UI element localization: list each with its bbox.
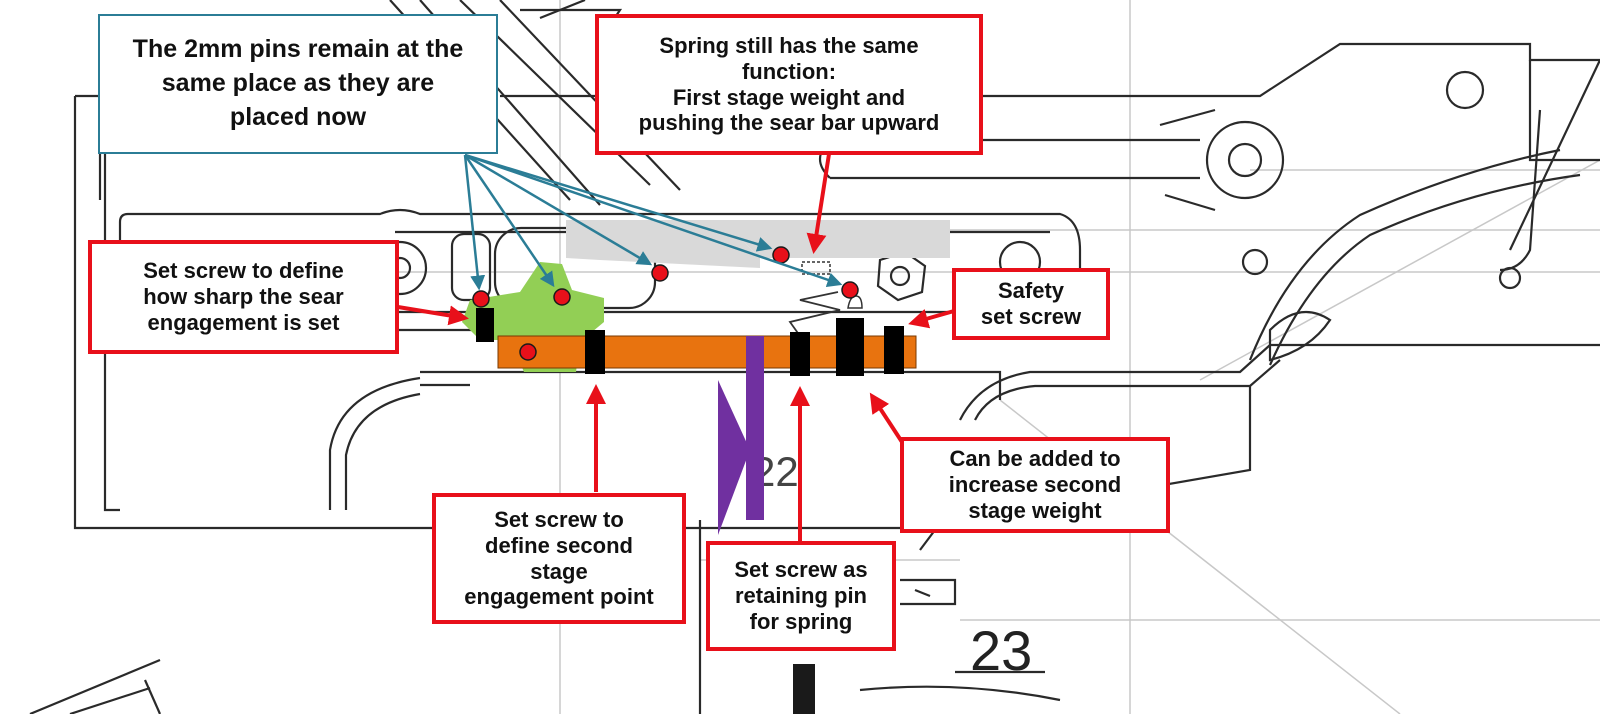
second-stage-weight-set-screw <box>836 318 864 376</box>
spring-plate-upright <box>746 336 764 520</box>
pins-2mm <box>472 246 859 361</box>
part-number-23: 23 <box>970 619 1032 682</box>
pin-callout-arrows <box>463 153 843 291</box>
spring-plate-wedge <box>718 380 750 535</box>
top-bar-lower <box>566 238 760 268</box>
sear-engagement-set-screw <box>476 308 494 342</box>
second-stage-point-callout: Set screw to define second stage engagem… <box>432 493 686 624</box>
second-stage-engagement-set-screw <box>585 330 605 374</box>
callout-arrows <box>397 153 955 542</box>
pin-3 <box>519 343 537 361</box>
pin-6 <box>841 281 859 299</box>
pin-1 <box>472 290 490 308</box>
pins-callout: The 2mm pins remain at the same place as… <box>98 14 498 154</box>
spring <box>788 291 841 337</box>
retaining-pin-callout: Set screw as retaining pin for spring <box>706 541 896 651</box>
second-stage-weight-callout: Can be added to increase second stage we… <box>900 437 1170 533</box>
safety-callout: Safety set screw <box>952 268 1110 340</box>
pin-4 <box>651 264 669 282</box>
safety-set-screw <box>884 326 904 374</box>
spring-callout: Spring still has the same function: Firs… <box>595 14 983 155</box>
sear-engagement-callout: Set screw to define how sharp the sear e… <box>88 240 399 354</box>
bottom-marker <box>793 664 815 714</box>
pin-2 <box>553 288 571 306</box>
retaining-pin-set-screw <box>790 332 810 376</box>
